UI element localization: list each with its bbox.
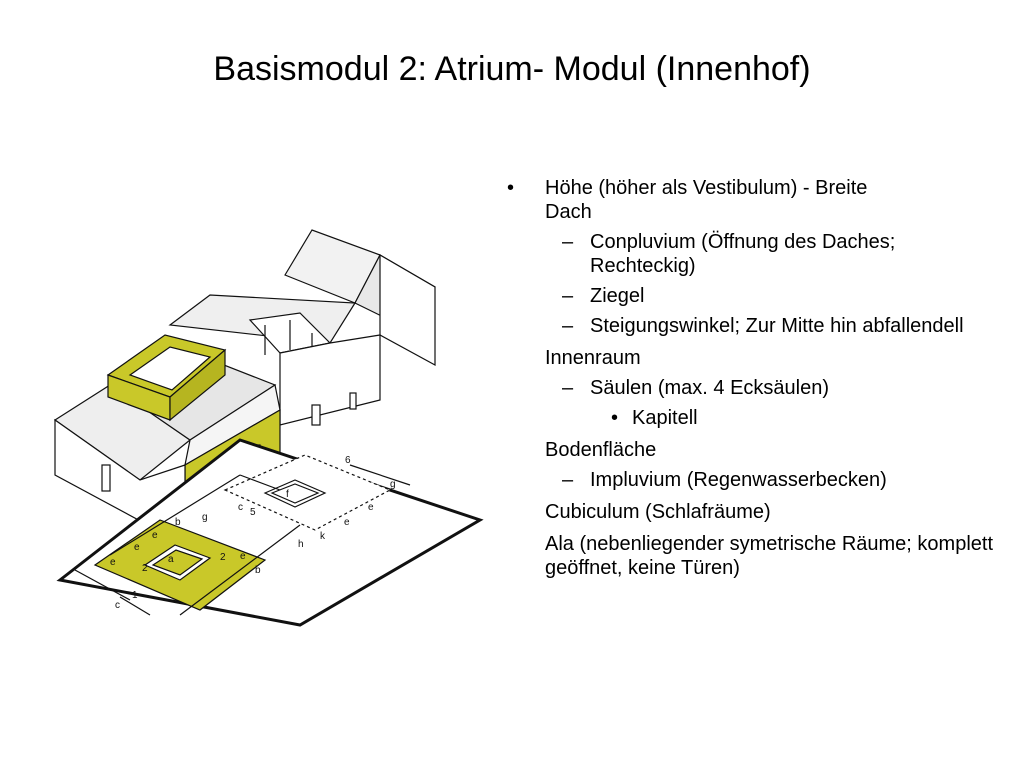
- dash-marker: –: [562, 377, 574, 399]
- room-label-f: f: [286, 489, 289, 500]
- sub-bullet-item: – Steigungswinkel; Zur Mitte hin abfalle…: [505, 314, 1005, 338]
- room-label-e: e: [368, 502, 374, 513]
- bullet-text: Bodenfläche: [545, 439, 657, 461]
- bullet-text: Höhe (höher als Vestibulum) - Breite: [545, 177, 868, 199]
- sub-bullet-text: Steigungswinkel; Zur Mitte hin abfallend…: [590, 315, 964, 337]
- room-label-b: b: [255, 565, 261, 576]
- sub-bullet-item: – Säulen (max. 4 Ecksäulen): [505, 376, 1005, 400]
- room-label-g: g: [202, 512, 208, 523]
- sub-sub-bullet-text: Kapitell: [632, 407, 698, 429]
- bullet-continuation: Cubiculum (Schlafräume): [505, 500, 1005, 524]
- bullet-continuation: Ala (nebenliegender symetrische Räume; k…: [505, 532, 1005, 580]
- sub-bullet-text: Conpluvium (Öffnung des Daches; Rechteck…: [590, 231, 896, 277]
- room-label-1: 1: [132, 590, 138, 601]
- sub-bullet-item: – Conpluvium (Öffnung des Daches; Rechte…: [505, 230, 1005, 278]
- sub-sub-bullet-item: • Kapitell: [505, 406, 1005, 430]
- room-label-6: 6: [345, 455, 351, 466]
- door: [311, 404, 321, 426]
- bullet-marker: •: [507, 177, 515, 199]
- room-label-k: k: [320, 531, 326, 542]
- bullet-marker: •: [611, 407, 619, 429]
- compluvium-opening: [128, 346, 212, 391]
- room-label-e: e: [110, 557, 116, 568]
- dash-marker: –: [562, 469, 574, 491]
- room-label-a: a: [168, 554, 174, 565]
- sub-bullet-text: Ziegel: [590, 285, 645, 307]
- compluvium-side: [169, 348, 226, 422]
- sub-bullet-text: Säulen (max. 4 Ecksäulen): [590, 377, 830, 399]
- bullet-list: • Höhe (höher als Vestibulum) - Breite D…: [505, 176, 1005, 586]
- room-label-c: c: [115, 600, 120, 611]
- sub-bullet-text: Impluvium (Regenwasserbecken): [590, 469, 887, 491]
- bullet-text: Ala (nebenliegender symetrische Räume; k…: [545, 533, 993, 579]
- room-label-g: g: [390, 479, 396, 490]
- slide-title: Basismodul 2: Atrium- Modul (Innenhof): [213, 50, 811, 88]
- room-label-2: 2: [142, 563, 148, 574]
- dash-marker: –: [562, 285, 574, 307]
- room-label-5: 5: [250, 507, 256, 518]
- room-label-c: c: [238, 502, 243, 513]
- bullet-continuation: Bodenfläche: [505, 438, 1005, 462]
- dash-marker: –: [562, 231, 574, 253]
- back-right-wall: [379, 253, 436, 367]
- room-label-e: e: [152, 530, 158, 541]
- room-label-h: h: [298, 539, 304, 550]
- bullet-text: Innenraum: [545, 347, 641, 369]
- room-label-e: e: [134, 542, 140, 553]
- sub-bullet-item: – Ziegel: [505, 284, 1005, 308]
- bullet-text: Dach: [545, 201, 592, 223]
- bullet-continuation: Dach: [505, 200, 1005, 224]
- dash-marker: –: [562, 315, 574, 337]
- room-label-b: b: [175, 517, 181, 528]
- sub-bullet-item: – Impluvium (Regenwasserbecken): [505, 468, 1005, 492]
- bullet-item: • Höhe (höher als Vestibulum) - Breite: [505, 176, 1005, 200]
- room-label-e: e: [240, 551, 246, 562]
- room-label-e: e: [344, 517, 350, 528]
- room-labels: a b b c c e e e e e e f g g h k 1 2 2 5 …: [110, 455, 396, 611]
- atrium-house-illustration: a b b c c e e e e e e f g g h k 1 2 2 5 …: [53, 229, 484, 627]
- room-label-2: 2: [220, 552, 226, 563]
- bullet-text: Cubiculum (Schlafräume): [545, 501, 771, 523]
- bullet-continuation: Innenraum: [505, 346, 1005, 370]
